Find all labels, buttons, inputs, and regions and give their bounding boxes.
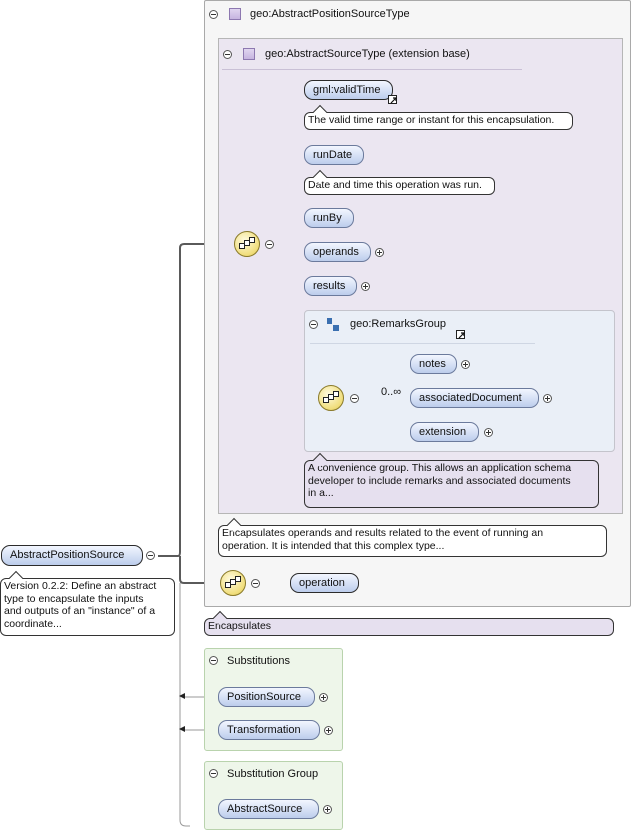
remarks-group-title: geo:RemarksGroup bbox=[350, 318, 446, 330]
sequence-compositor-icon[interactable] bbox=[234, 231, 260, 257]
outer-type-title: geo:AbstractPositionSourceType bbox=[250, 8, 410, 20]
element-validtime[interactable]: gml:validTime bbox=[304, 80, 393, 100]
remarks-group-annotation: A convenience group. This allows an appl… bbox=[304, 452, 599, 508]
note-line: type to encapsulate the inputs bbox=[4, 592, 144, 605]
note-line: developer to include remarks and associa… bbox=[308, 474, 571, 487]
element-rundate[interactable]: runDate bbox=[304, 145, 364, 165]
substitution-position-source[interactable]: PositionSource bbox=[218, 687, 315, 707]
note-line: operation. It is intended that this comp… bbox=[222, 539, 445, 552]
collapse-sequence-icon[interactable] bbox=[251, 579, 260, 588]
expand-notes-icon[interactable] bbox=[461, 360, 470, 369]
sequence-compositor-icon[interactable] bbox=[318, 385, 344, 411]
group-icon bbox=[327, 318, 339, 331]
reference-link-icon[interactable] bbox=[456, 330, 465, 339]
extension-header-divider bbox=[222, 69, 522, 70]
expand-operands-icon[interactable] bbox=[375, 248, 384, 257]
root-annotation: Version 0.2.2: Define an abstract type t… bbox=[0, 570, 175, 636]
complex-type-icon bbox=[229, 8, 241, 20]
substitution-arrow-icon bbox=[179, 726, 185, 732]
collapse-substitution-group-icon[interactable] bbox=[209, 769, 218, 778]
note-line: in a... bbox=[308, 487, 334, 499]
rundate-annotation: Date and time this operation was run. bbox=[304, 169, 495, 195]
collapse-extension-icon[interactable] bbox=[223, 50, 232, 59]
collapse-remarks-group-icon[interactable] bbox=[309, 320, 318, 329]
element-results[interactable]: results bbox=[304, 276, 357, 296]
collapse-substitutions-icon[interactable] bbox=[209, 656, 218, 665]
substitutions-title: Substitutions bbox=[227, 655, 290, 667]
expand-extension-icon[interactable] bbox=[484, 428, 493, 437]
reference-link-icon[interactable] bbox=[388, 95, 397, 104]
element-associated-document[interactable]: associatedDocument bbox=[410, 388, 539, 408]
note-line: A convenience group. This allows an appl… bbox=[308, 462, 572, 474]
element-notes[interactable]: notes bbox=[410, 354, 457, 374]
sequence-compositor-icon[interactable] bbox=[220, 570, 246, 596]
note-line: Version 0.2.2: Define an abstract bbox=[4, 580, 157, 592]
expand-associated-document-icon[interactable] bbox=[543, 394, 552, 403]
note-line: and outputs of an "instance" of a bbox=[4, 605, 156, 617]
element-operands[interactable]: operands bbox=[304, 242, 371, 262]
note-line: Encapsulates operands and results relate… bbox=[222, 527, 544, 539]
expand-abstract-source-icon[interactable] bbox=[323, 805, 332, 814]
expand-transformation-icon[interactable] bbox=[324, 726, 333, 735]
substitution-group-title: Substitution Group bbox=[227, 768, 319, 780]
element-runby[interactable]: runBy bbox=[304, 208, 354, 228]
outer-type-annotation: Encapsulates bbox=[204, 610, 614, 636]
element-extension[interactable]: extension bbox=[410, 422, 479, 442]
collapse-outer-type-icon[interactable] bbox=[209, 10, 218, 19]
substitution-group-abstract-source[interactable]: AbstractSource bbox=[218, 799, 319, 819]
validtime-annotation: The valid time range or instant for this… bbox=[304, 104, 573, 130]
expand-results-icon[interactable] bbox=[361, 282, 370, 291]
substitution-arrow-icon bbox=[179, 693, 185, 699]
expand-position-source-icon[interactable] bbox=[319, 693, 328, 702]
collapse-sequence-icon[interactable] bbox=[265, 240, 274, 249]
remarks-header-divider bbox=[310, 343, 535, 344]
collapse-root-icon[interactable] bbox=[146, 551, 155, 560]
note-line: coordinate... bbox=[4, 617, 62, 630]
substitution-transformation[interactable]: Transformation bbox=[218, 720, 320, 740]
collapse-sequence-icon[interactable] bbox=[350, 394, 359, 403]
root-element-abstract-position-source[interactable]: AbstractPositionSource bbox=[1, 545, 143, 566]
extension-type-icon bbox=[243, 48, 255, 60]
element-operation[interactable]: operation bbox=[290, 573, 359, 593]
extension-base-title: geo:AbstractSourceType (extension base) bbox=[265, 48, 470, 60]
multiplicity-label: 0..∞ bbox=[381, 386, 402, 398]
extension-annotation: Encapsulates operands and results relate… bbox=[218, 517, 607, 557]
